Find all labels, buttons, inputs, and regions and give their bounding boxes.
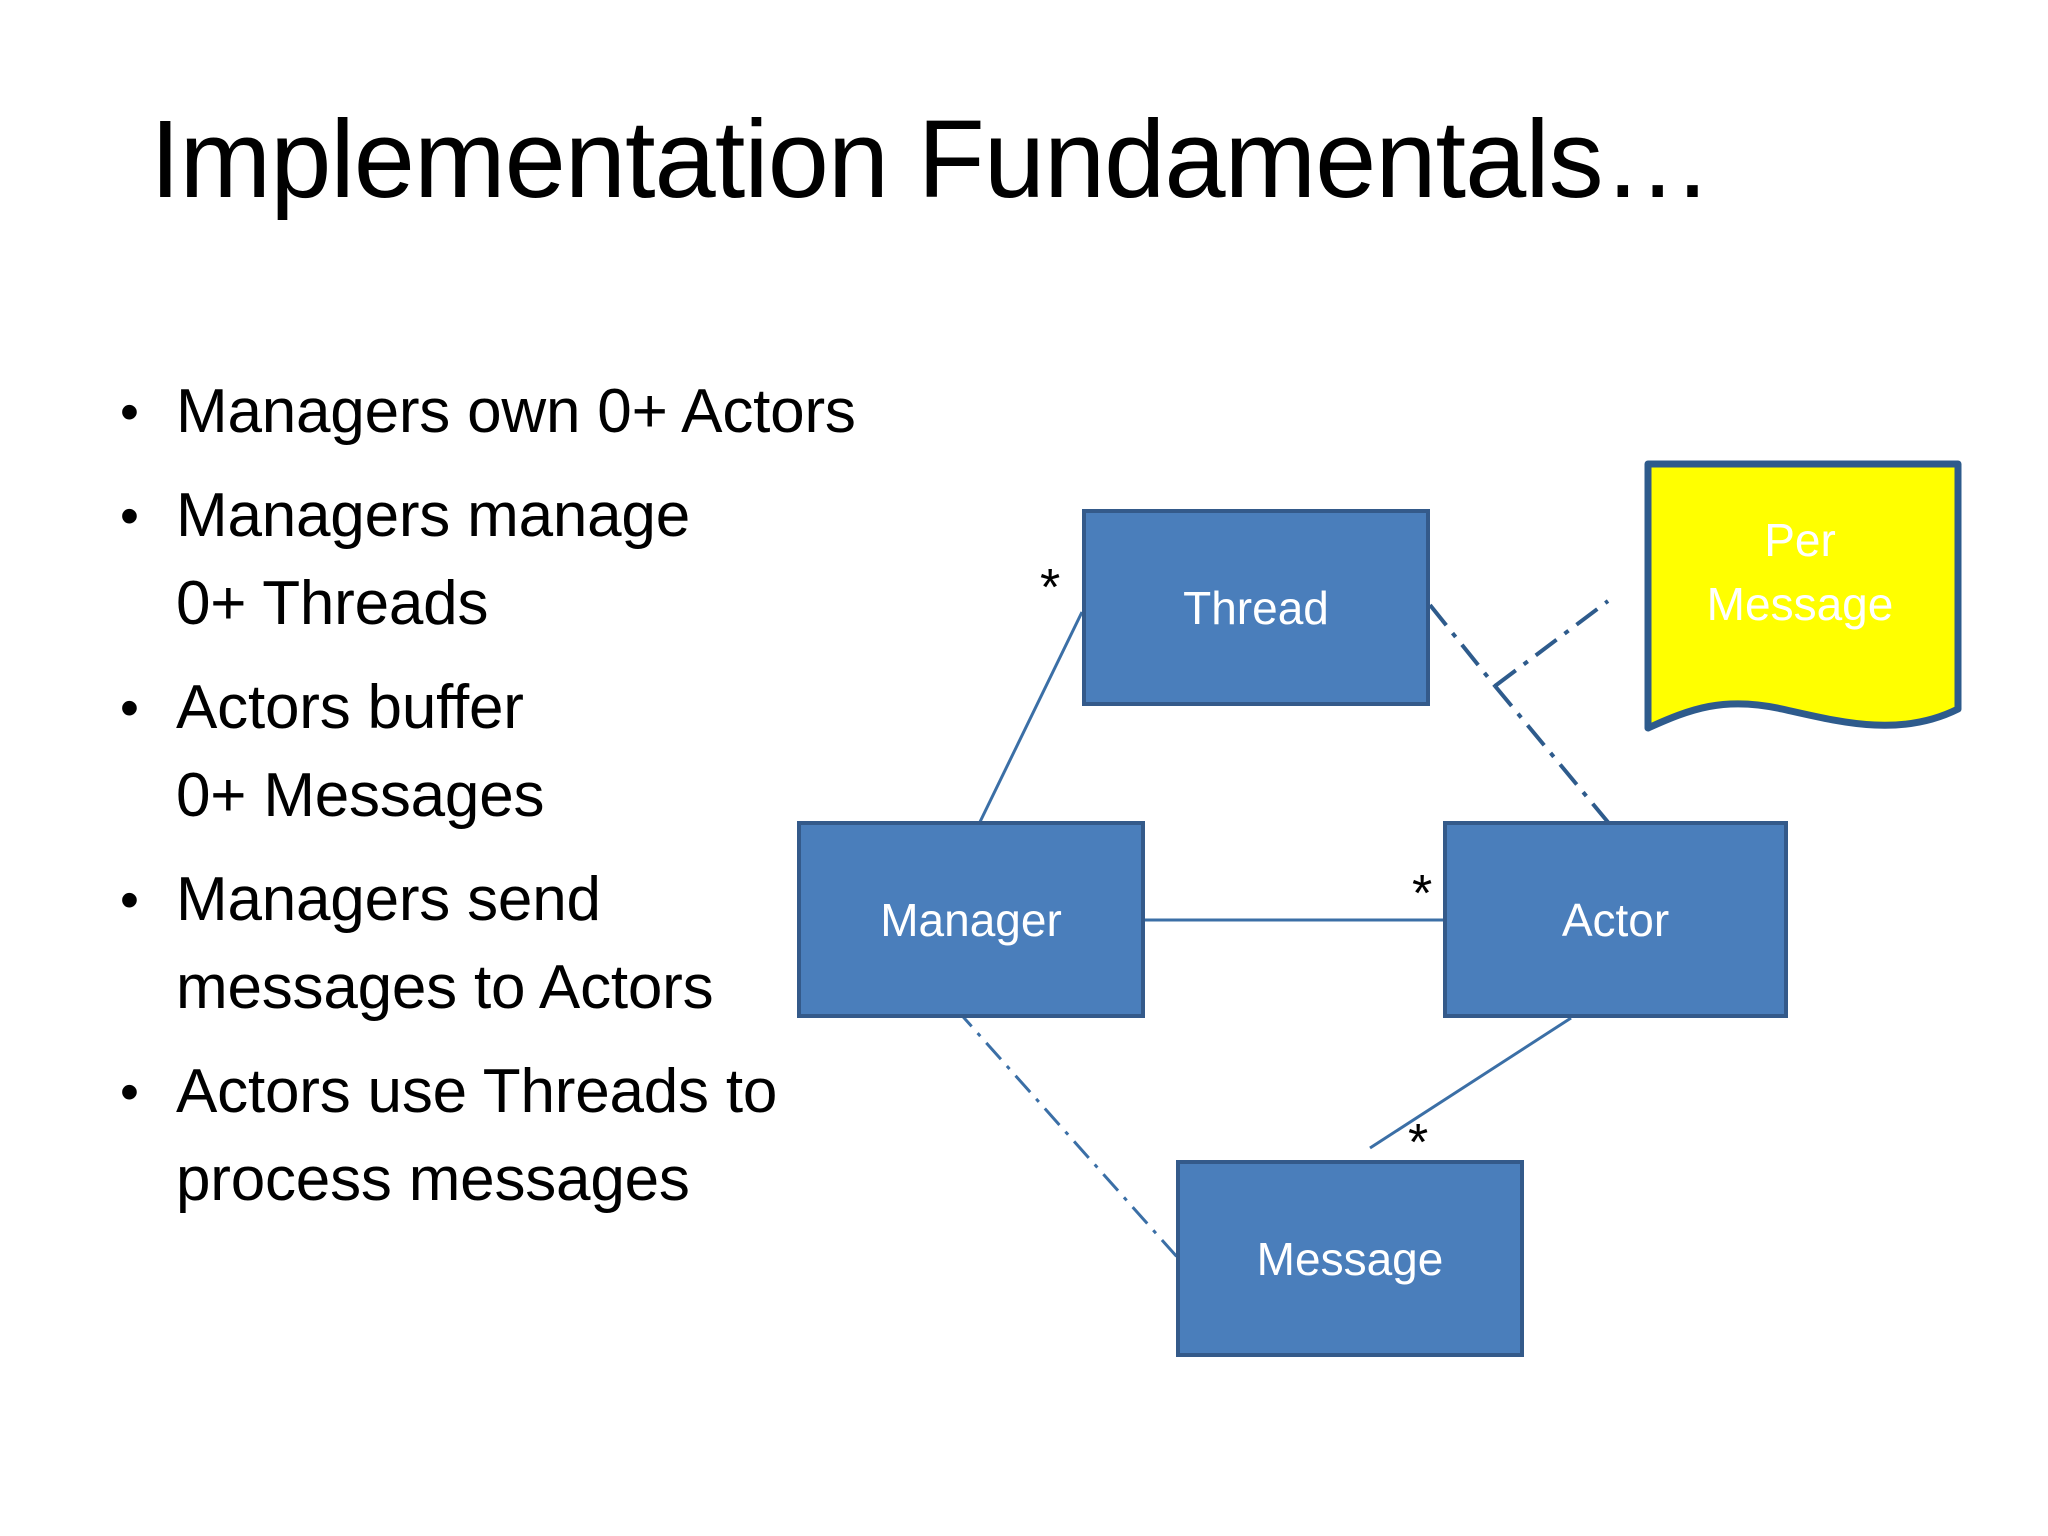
uml-box-actor[interactable]: Actor (1443, 821, 1788, 1018)
multiplicity-marker-message: * (1408, 1114, 1429, 1172)
list-item-label: Managers own 0+ Actors (176, 377, 856, 446)
connector-note-vertex-note (1493, 599, 1610, 688)
list-item-label: Actors use Threads to process messages (176, 1057, 778, 1214)
list-item-label: Actors buffer 0+ Messages (176, 673, 545, 830)
uml-box-manager[interactable]: Manager (797, 821, 1145, 1018)
list-item: • Managers manage 0+ Threads (118, 472, 1048, 648)
bullet-marker-icon: • (120, 382, 139, 442)
per-message-note-line-2: Message (1706, 578, 1894, 630)
bullet-marker-icon: • (120, 870, 139, 930)
list-item: • Managers own 0+ Actors (118, 368, 1048, 456)
uml-box-thread[interactable]: Thread (1082, 509, 1430, 706)
list-item: • Actors buffer 0+ Messages (118, 664, 1048, 840)
connector-note-vertex-thread (1428, 603, 1497, 688)
connector-note-vertex-actor (1493, 684, 1614, 829)
list-item: • Managers send messages to Actors (118, 856, 1048, 1032)
per-message-note-line-1: Per (1764, 514, 1836, 566)
list-item-label: Managers send messages to Actors (176, 865, 714, 1022)
bullet-marker-icon: • (120, 678, 139, 738)
uml-box-message[interactable]: Message (1176, 1160, 1524, 1357)
multiplicity-marker-actor: * (1412, 865, 1433, 923)
connector-actor-message (1369, 1016, 1572, 1150)
bullet-marker-icon: • (120, 486, 139, 546)
multiplicity-marker-thread: * (1040, 559, 1061, 617)
list-item-label: Managers manage 0+ Threads (176, 481, 690, 638)
per-message-note-label: Per Message (1650, 508, 1950, 636)
bullet-marker-icon: • (120, 1062, 139, 1122)
bullet-list: • Managers own 0+ Actors • Managers mana… (118, 368, 1048, 1240)
list-item: • Actors use Threads to process messages (118, 1048, 1048, 1224)
page-title: Implementation Fundamentals… (150, 98, 1713, 221)
